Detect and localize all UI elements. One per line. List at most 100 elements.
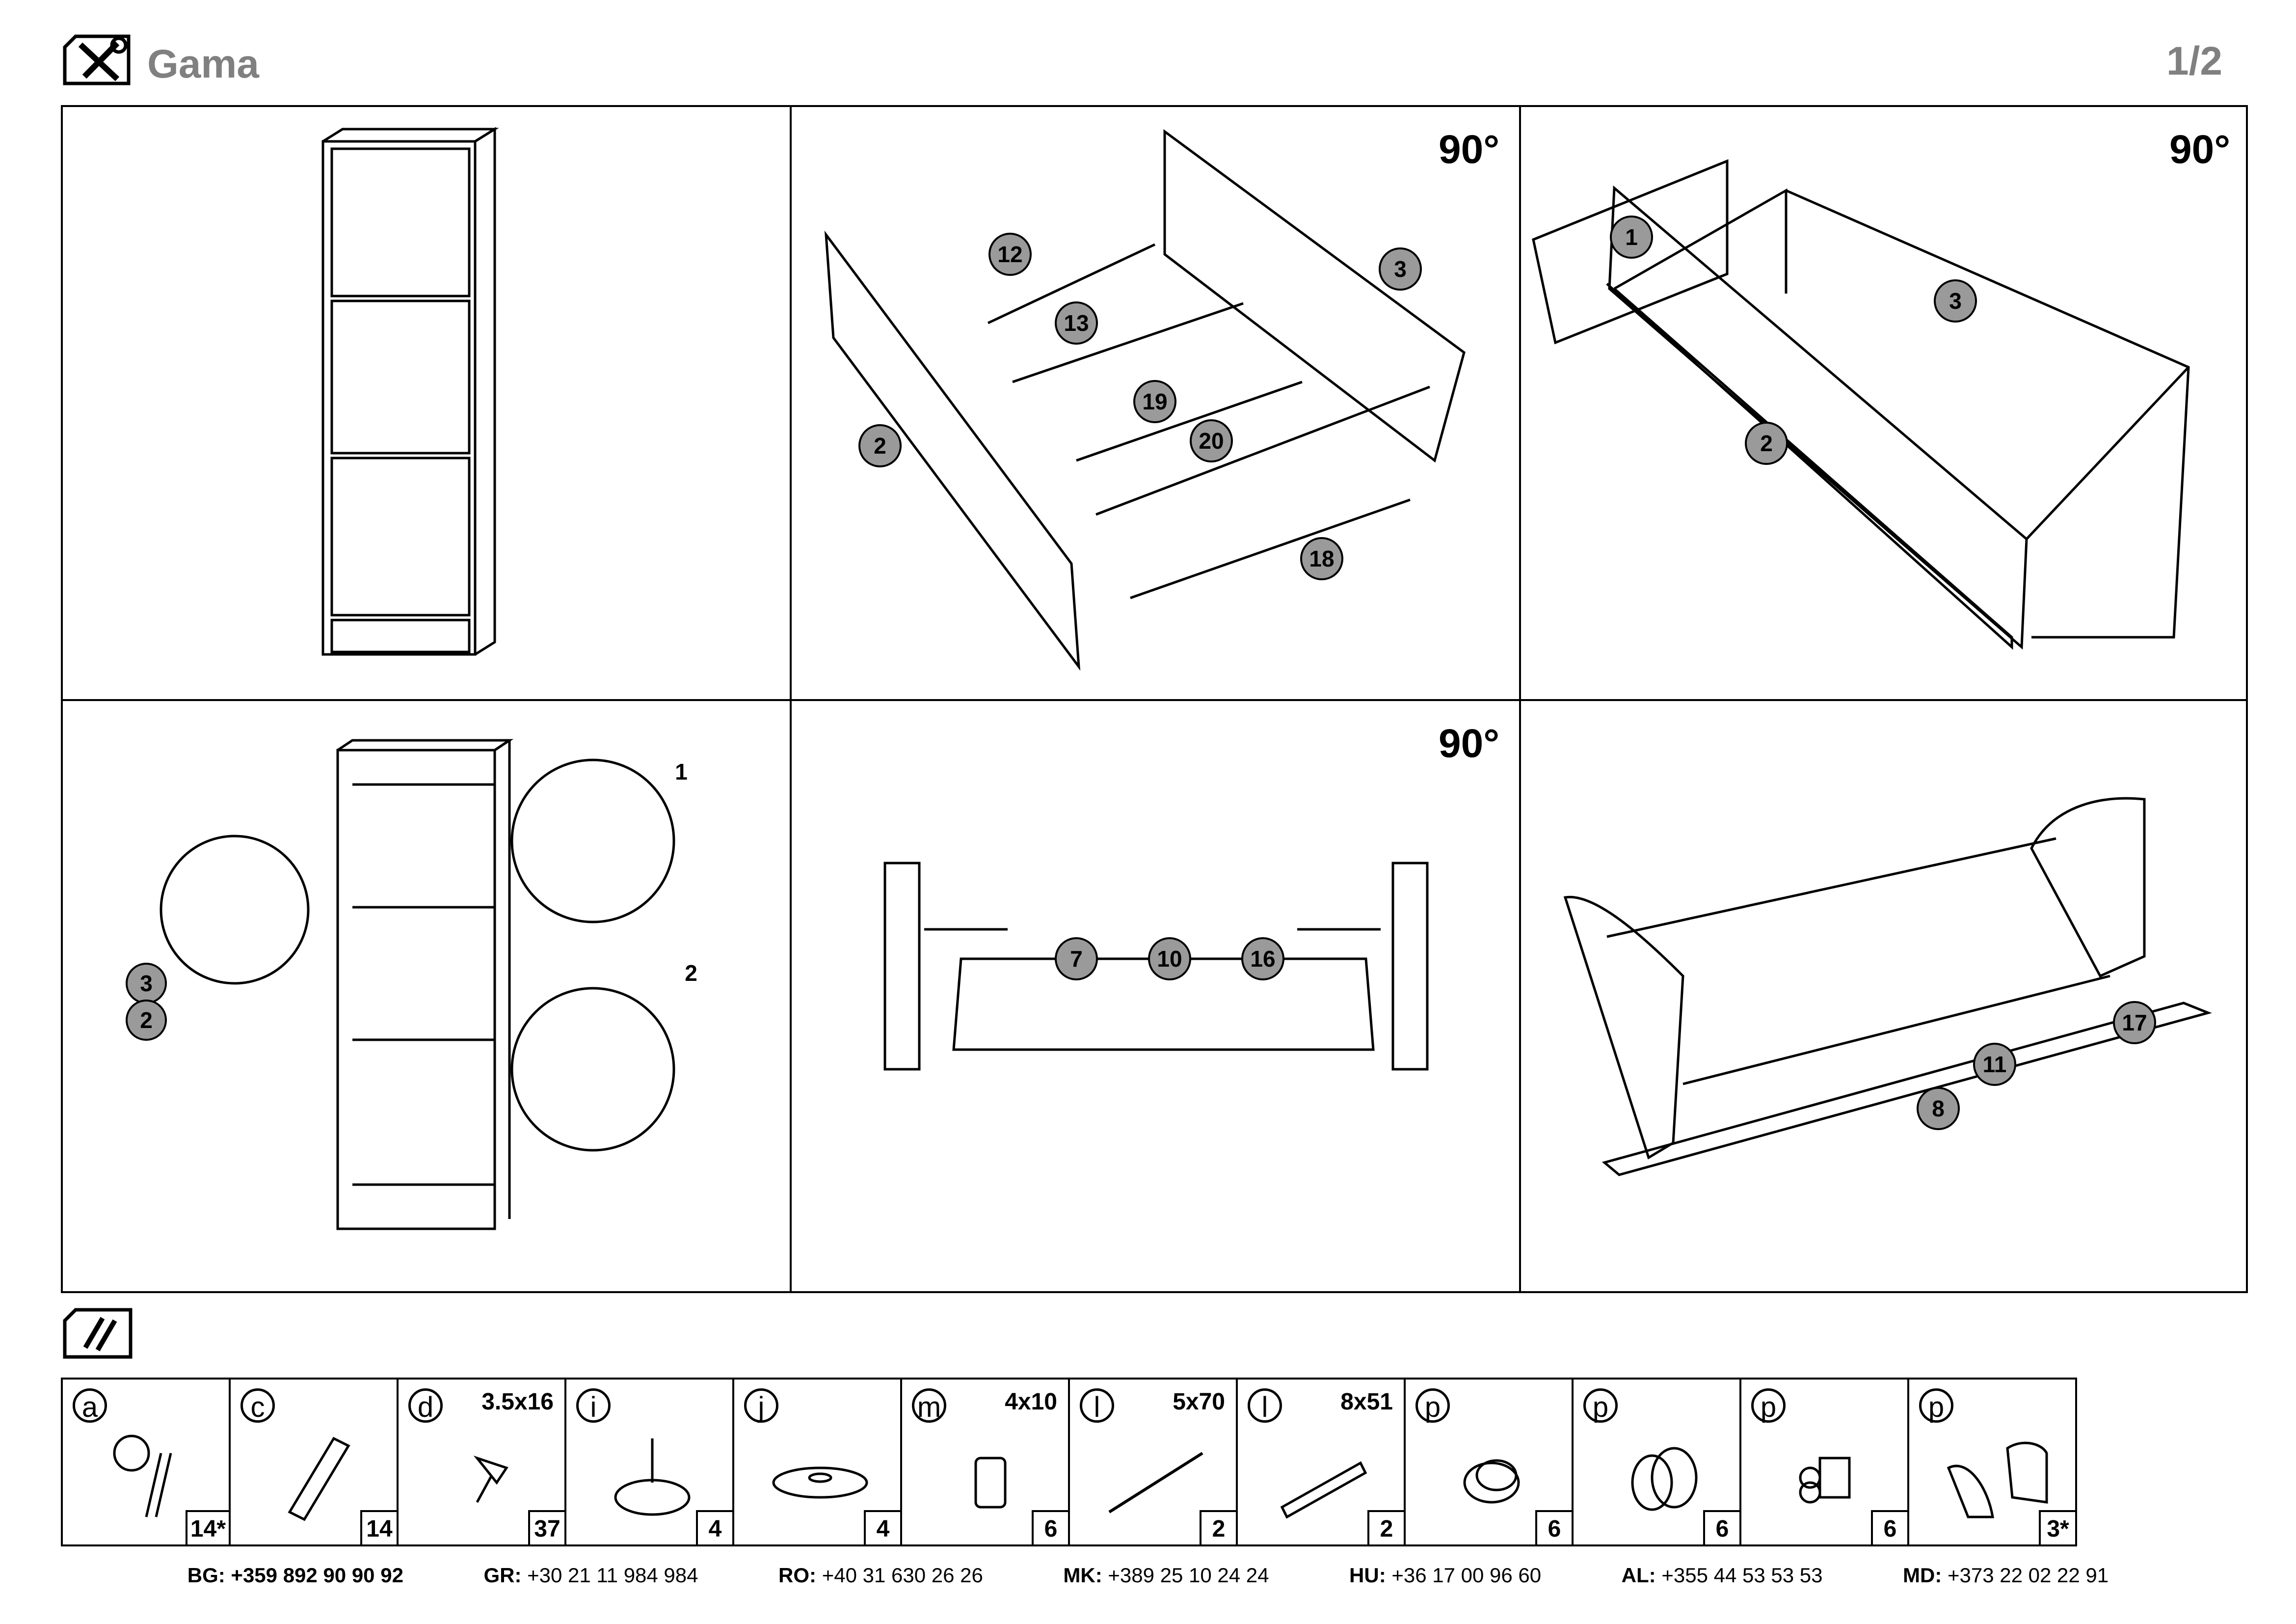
part-callout: 1 <box>1610 216 1653 259</box>
callout-text: 7 <box>1070 946 1083 972</box>
part-callout: 10 <box>1148 937 1191 980</box>
long-screw-icon <box>1108 1452 1203 1514</box>
part-quantity: 6 <box>1703 1510 1739 1544</box>
step-3-box-assembly: 90° 1 3 2 <box>1521 107 2250 699</box>
part-size: 5x70 <box>1173 1389 1225 1415</box>
page-title: Gama <box>147 42 259 86</box>
callout-text: 1 <box>1625 224 1638 250</box>
substep-2-label: 2 <box>685 960 697 986</box>
callout-text: 12 <box>997 242 1022 267</box>
tools-icon <box>61 32 133 87</box>
part-callout: 19 <box>1133 380 1176 423</box>
parts-list: a 14* c 14 d 3.5x16 37 i 4 j 4 m 4x10 6 … <box>61 1378 2077 1546</box>
contact-item: MD: +373 22 02 22 91 <box>1903 1564 2109 1587</box>
contact-item: MK: +389 25 10 24 24 <box>1063 1564 1269 1587</box>
callout-text: 10 <box>1157 946 1182 972</box>
callout-text: 13 <box>1064 310 1089 336</box>
substep-1-label: 1 <box>675 759 688 785</box>
contact-item: RO: +40 31 630 26 26 <box>778 1564 983 1587</box>
part-quantity: 6 <box>1535 1510 1572 1544</box>
step-6-flap-assembly: 17 11 8 <box>1521 701 2250 1293</box>
part-callout: 8 <box>1917 1087 1960 1130</box>
part-callout: 2 <box>1745 422 1788 465</box>
part-callout: 16 <box>1241 937 1284 980</box>
part-callout: 2 <box>858 424 902 467</box>
part-quantity: 6 <box>1032 1510 1068 1544</box>
part-p-bracket: p 6 <box>1741 1380 1909 1544</box>
part-quantity: 14 <box>360 1510 397 1544</box>
part-quantity: 14* <box>185 1510 229 1544</box>
callout-text: 19 <box>1142 389 1167 414</box>
part-p-hinge: p 3* <box>1909 1380 2075 1544</box>
step-4-hardware-fitting: 1 2 3 2 <box>63 701 790 1293</box>
callout-text: 8 <box>1932 1096 1945 1121</box>
callout-text: 17 <box>2122 1010 2147 1035</box>
part-a: a 14* <box>63 1380 231 1544</box>
part-quantity: 2 <box>1367 1510 1404 1544</box>
part-letter: i <box>576 1388 611 1423</box>
assembly-steps-grid: 90° 12 13 19 20 18 2 3 90° <box>61 105 2248 1293</box>
part-callout: 11 <box>1973 1043 2016 1086</box>
insert-screw-icon <box>974 1457 1007 1509</box>
callout-text: 3 <box>1949 288 1962 314</box>
part-callout: 2 <box>126 1000 167 1041</box>
part-quantity: 3* <box>2039 1510 2075 1544</box>
part-letter: p <box>1583 1388 1618 1423</box>
part-size: 8x51 <box>1340 1389 1393 1415</box>
wall-plug-icon <box>1280 1461 1367 1519</box>
part-size: 3.5x16 <box>481 1389 554 1415</box>
callout-text: 18 <box>1309 546 1334 571</box>
screw-icon <box>473 1455 508 1503</box>
part-quantity: 4 <box>696 1510 732 1544</box>
part-quantity: 2 <box>1200 1510 1236 1544</box>
part-l-screw: l 5x70 2 <box>1070 1380 1238 1544</box>
part-letter: a <box>73 1388 107 1423</box>
cam-lock-icon <box>113 1435 172 1517</box>
part-p-cap: p 6 <box>1406 1380 1574 1544</box>
callout-text: 3 <box>1394 256 1407 282</box>
part-j: j 4 <box>734 1380 902 1544</box>
part-letter: j <box>744 1388 778 1423</box>
part-size: 4x10 <box>1005 1389 1057 1415</box>
hardware-parts-icon <box>61 1306 134 1361</box>
callout-text: 2 <box>140 1007 153 1033</box>
callout-text: 2 <box>1760 431 1773 456</box>
part-letter: d <box>408 1388 443 1423</box>
part-quantity: 37 <box>528 1510 564 1544</box>
part-letter: m <box>912 1388 946 1423</box>
contact-item: BG: +359 892 90 90 92 <box>187 1564 403 1587</box>
part-letter: l <box>1080 1388 1114 1423</box>
rotate-90-label: 90° <box>1438 127 1499 172</box>
step-5-mechanism-shelf: 90° 7 10 16 <box>792 701 1519 1293</box>
part-letter: p <box>1415 1388 1450 1423</box>
part-letter: p <box>1751 1388 1786 1423</box>
callout-text: 2 <box>874 433 886 459</box>
bushing-icon <box>1631 1447 1698 1511</box>
nail-glide-icon <box>614 1438 691 1516</box>
part-letter: l <box>1248 1388 1282 1423</box>
contact-item: HU: +36 17 00 96 60 <box>1349 1564 1542 1587</box>
part-callout: 3 <box>1934 279 1977 323</box>
part-callout: 3 <box>126 963 167 1004</box>
part-letter: c <box>240 1388 275 1423</box>
button-cap-icon <box>1463 1459 1520 1504</box>
step-1-finished-cabinet <box>63 107 790 699</box>
wood-dowel-icon <box>288 1436 350 1521</box>
part-quantity: 4 <box>864 1510 900 1544</box>
part-quantity: 6 <box>1871 1510 1907 1544</box>
part-callout: 20 <box>1190 419 1233 462</box>
part-callout: 17 <box>2113 1001 2156 1044</box>
part-callout: 3 <box>1379 247 1422 291</box>
part-callout: 18 <box>1300 537 1343 580</box>
part-callout: 7 <box>1055 937 1098 980</box>
contact-item: GR: +30 21 11 984 984 <box>483 1564 698 1587</box>
part-d: d 3.5x16 37 <box>399 1380 566 1544</box>
part-i: i 4 <box>566 1380 734 1544</box>
part-callout: 12 <box>988 233 1032 276</box>
part-callout: 13 <box>1055 301 1098 345</box>
part-p-bushing: p 6 <box>1574 1380 1741 1544</box>
part-c: c 14 <box>231 1380 399 1544</box>
step-2-frame-assembly: 90° 12 13 19 20 18 2 3 <box>792 107 1519 699</box>
callout-text: 20 <box>1199 428 1224 454</box>
callout-text: 16 <box>1250 946 1275 972</box>
